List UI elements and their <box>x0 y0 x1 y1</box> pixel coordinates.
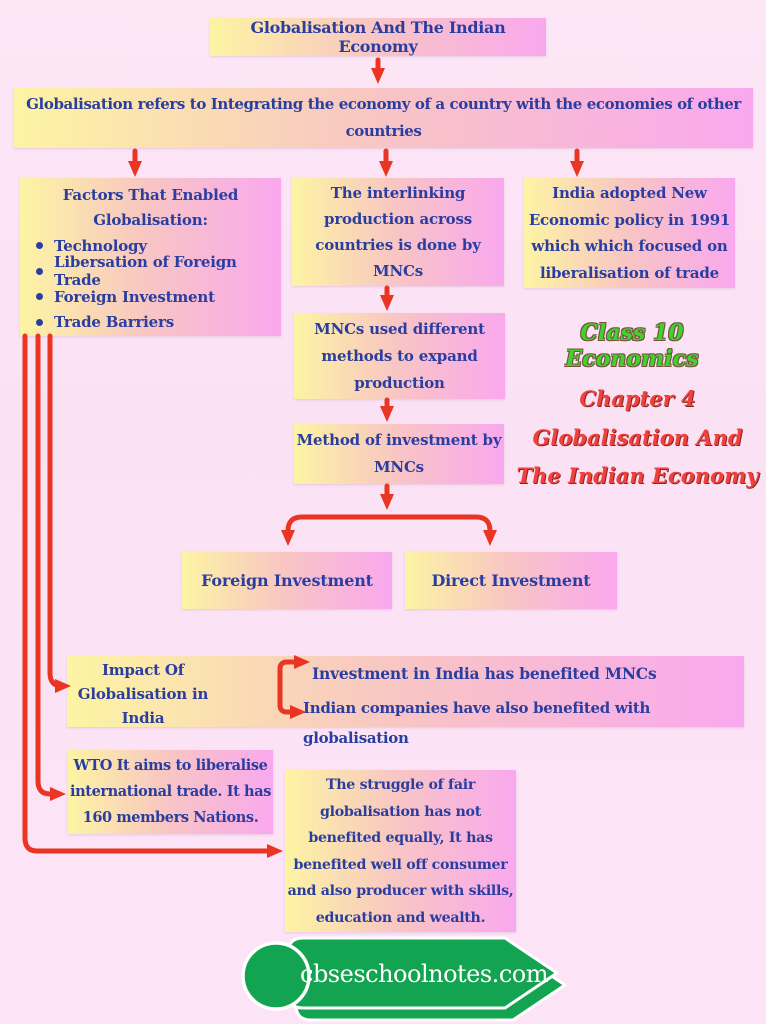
impact-point-2: Indian companies have also benefited wit… <box>303 699 651 747</box>
foreign-investment-label: Foreign Investment <box>201 571 373 590</box>
method-of-investment-text: Method of investment by MNCs <box>296 431 502 476</box>
connector-factors-to-impact <box>47 333 71 693</box>
factors-heading: Factors That Enabled Globalisation: <box>62 186 239 229</box>
factor-item-label: Trade Barriers <box>54 313 174 332</box>
method-of-investment-box: Method of investment by MNCs <box>294 424 504 484</box>
impact-point-1: Investment in India has benefited MNCs <box>312 664 657 683</box>
factor-item: Foreign Investment <box>20 284 281 310</box>
bullet-icon <box>36 293 43 301</box>
site-banner-text: cbseschoolnotes.com <box>300 960 548 988</box>
direct-investment-label: Direct Investment <box>431 571 591 590</box>
direct-investment-box: Direct Investment <box>405 552 617 609</box>
fork-connector <box>281 514 497 546</box>
definition-text: Globalisation refers to Integrating the … <box>26 95 741 140</box>
impact-heading: Impact Of Globalisation in India <box>77 661 209 727</box>
fair-globalisation-text: The struggle of fair globalisation has n… <box>287 777 514 926</box>
new-economic-policy-box: India adopted New Economic policy in 199… <box>524 178 735 288</box>
fair-globalisation-box: The struggle of fair globalisation has n… <box>285 770 516 932</box>
definition-box: Globalisation refers to Integrating the … <box>14 88 753 148</box>
factor-item: Trade Barriers <box>20 310 281 336</box>
chapter-watermark: Chapter 4 Globalisation And The Indian E… <box>516 386 759 488</box>
foreign-investment-box: Foreign Investment <box>182 552 392 609</box>
mnc-methods-text: MNCs used different methods to expand pr… <box>314 319 485 392</box>
impact-box: Impact Of Globalisation in India Investm… <box>67 656 744 747</box>
title-box: Globalisation And The Indian Economy <box>210 18 546 56</box>
factor-item: Libersation of Foreign Trade <box>20 253 281 289</box>
factor-item: Technology <box>20 233 281 259</box>
factor-item-label: Technology <box>54 236 147 255</box>
nep-text: India adopted New Economic policy in 199… <box>528 184 731 282</box>
connector-factors-to-wto <box>35 333 66 801</box>
factors-box: Factors That Enabled Globalisation: Tech… <box>20 178 281 336</box>
bullet-icon <box>36 318 43 326</box>
title-text: Globalisation And The Indian Economy <box>250 18 506 56</box>
interlinking-text: The interlinking production across count… <box>315 184 481 280</box>
mnc-methods-box: MNCs used different methods to expand pr… <box>294 313 505 399</box>
class-watermark: Class 10 Economics <box>565 320 699 372</box>
interlinking-box: The interlinking production across count… <box>292 178 504 286</box>
wto-box: WTO It aims to liberalise international … <box>68 750 273 834</box>
bullet-icon <box>36 242 43 250</box>
factor-item-label: Libersation of Foreign Trade <box>54 253 237 290</box>
wto-text: WTO It aims to liberalise international … <box>70 757 271 826</box>
bullet-icon <box>36 267 43 275</box>
factor-item-label: Foreign Investment <box>54 287 215 306</box>
